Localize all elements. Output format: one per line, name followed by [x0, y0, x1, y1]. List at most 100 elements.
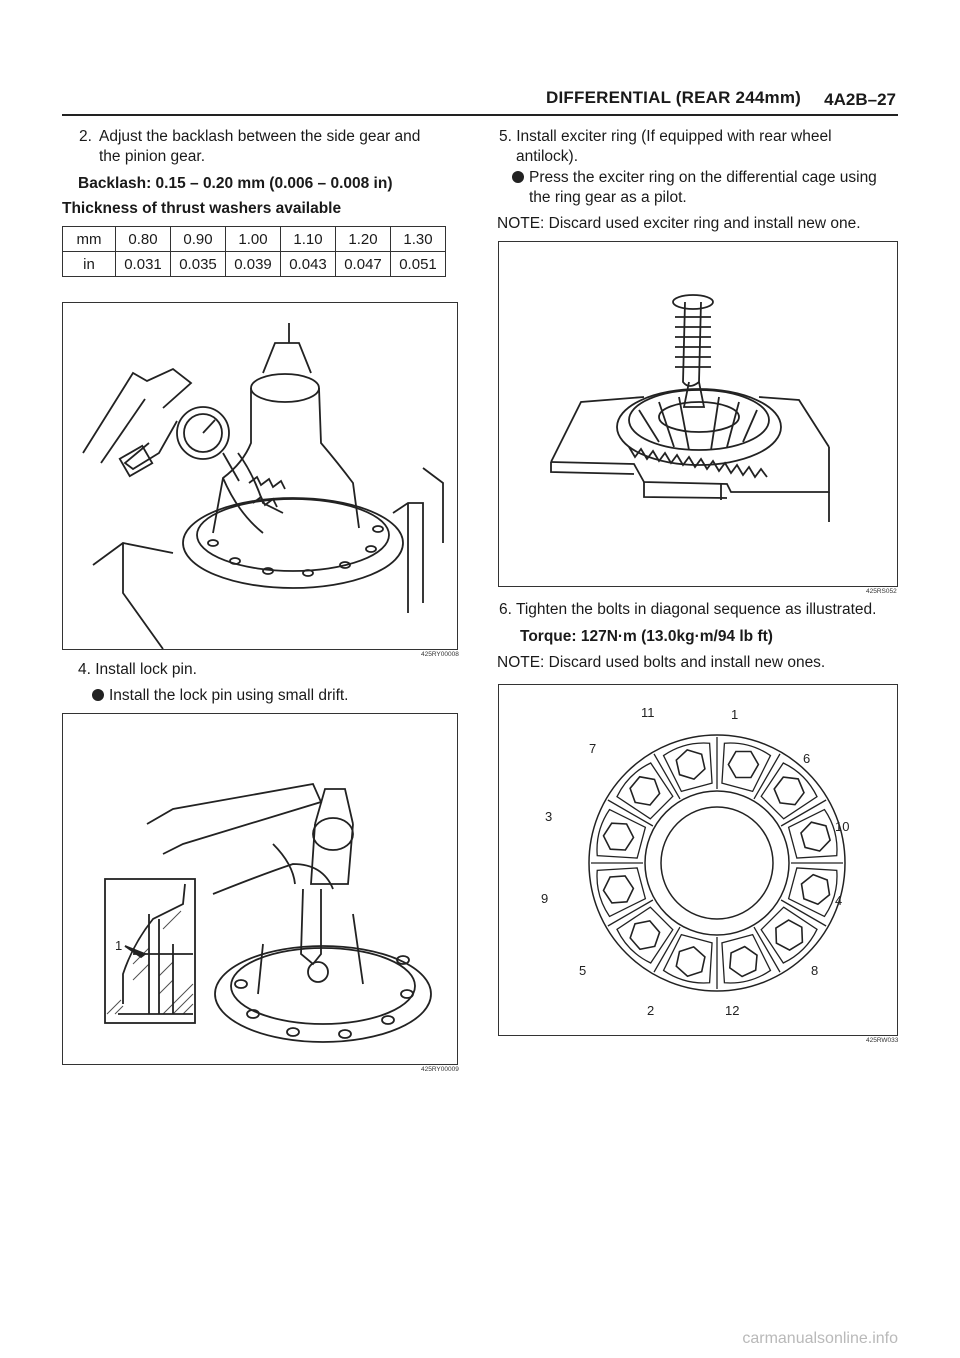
bolt-pocket [596, 867, 647, 918]
bolt-number: 7 [589, 741, 596, 756]
bullet-icon [512, 171, 524, 183]
sector-divider [753, 926, 781, 973]
bullet-icon [92, 689, 104, 701]
cage-hub-outer [644, 790, 790, 936]
section-title: DIFFERENTIAL (REAR 244mm) [546, 88, 801, 107]
step-4: 4. Install lock pin. [78, 661, 197, 678]
bolt-pocket [596, 808, 647, 859]
bolt-number: 10 [835, 819, 849, 834]
step-4-bullet-text: Install the lock pin using small drift. [109, 687, 349, 704]
bolt-pocket [662, 933, 713, 984]
step-6: 6. Tighten the bolts in diagonal sequenc… [499, 601, 877, 618]
dial-indicator-illustration [82, 323, 444, 650]
bolt-head [629, 775, 661, 806]
table-cell: 1.10 [280, 226, 336, 252]
bolt-head [675, 945, 706, 978]
note-bolts: NOTE: Discard used bolts and install new… [497, 654, 826, 671]
bolt-pocket [760, 906, 818, 964]
table-row-in: in 0.031 0.035 0.039 0.043 0.047 0.051 [62, 251, 446, 277]
figure-2-callout: 1 [115, 938, 122, 953]
bolt-head [727, 750, 760, 779]
bolt-pocket [616, 762, 674, 820]
bolt-number: 1 [731, 707, 738, 722]
sector-divider [753, 753, 781, 800]
bolt-number: 12 [725, 1003, 739, 1018]
step-5-line-1: 5. Install exciter ring (If equipped wit… [499, 128, 832, 145]
bolt-head [629, 920, 661, 951]
bolt-head [675, 749, 706, 781]
table-cell: 0.047 [335, 251, 391, 277]
step-5-line-2: antilock). [516, 148, 579, 165]
bolt-head [800, 821, 831, 852]
sector-divider [607, 899, 654, 927]
sector-divider [653, 926, 681, 973]
figure-lock-pin: 1 [62, 713, 458, 1065]
bolt-head [800, 873, 831, 906]
sector-divider [780, 799, 827, 827]
table-cell: 1.00 [225, 226, 281, 252]
bolt-number: 8 [811, 963, 818, 978]
bolt-head [728, 945, 758, 978]
backlash-spec: Backlash: 0.15 – 0.20 mm (0.006 – 0.008 … [78, 175, 393, 192]
step-5-bullet-text-2: the ring gear as a pilot. [529, 189, 687, 206]
bolt-head [773, 776, 805, 806]
bolt-heads [602, 749, 831, 978]
sector-divider [653, 753, 681, 800]
ring-gear-outline [588, 734, 846, 992]
figure-exciter-ring [498, 241, 898, 587]
table-cell: 1.30 [390, 226, 446, 252]
sector-divider [607, 799, 654, 827]
row-label: in [62, 251, 116, 277]
step-5-bullet-text-1: Press the exciter ring on the differenti… [529, 169, 877, 186]
bolt-number: 4 [835, 893, 842, 908]
page-number: 4A2B–27 [824, 90, 896, 109]
bolt-sectors [591, 737, 843, 989]
bolt-number: 5 [579, 963, 586, 978]
bolt-number: 6 [803, 751, 810, 766]
table-cell: 0.043 [280, 251, 336, 277]
step-4-bullet: Install the lock pin using small drift. [92, 686, 349, 706]
bolt-pocket [721, 933, 772, 984]
thrust-washer-table: mm 0.80 0.90 1.00 1.10 1.20 1.30 in 0.03… [62, 226, 446, 277]
step-5-bullet: Press the exciter ring on the differenti… [512, 168, 877, 188]
bolt-pocket [760, 762, 818, 820]
row-label: mm [62, 226, 116, 252]
table-cell: 0.039 [225, 251, 281, 277]
bolt-pocket [721, 742, 772, 793]
bolt-pocket [662, 742, 713, 793]
bolt-sequence-diagram: 11 1 7 6 3 10 9 4 5 8 2 12 [541, 705, 849, 1018]
bolt-pocket [616, 906, 674, 964]
figure-1-code: 425RY00008 [421, 651, 459, 658]
step-2-line-1: Adjust the backlash between the side gea… [99, 128, 421, 145]
table-cell: 1.20 [335, 226, 391, 252]
hammer-drift-illustration: 1 [104, 782, 432, 1043]
step-2-line-2: the pinion gear. [99, 148, 206, 165]
exciter-ring-press-illustration [550, 294, 830, 522]
bolt-head [602, 875, 635, 904]
thickness-title: Thickness of thrust washers available [62, 200, 342, 217]
torque-spec: Torque: 127N·m (13.0kg·m/94 lb ft) [520, 628, 773, 645]
figure-bolt-sequence: 11 1 7 6 3 10 9 4 5 8 2 12 [498, 684, 898, 1036]
table-cell: 0.80 [115, 226, 171, 252]
header-rule [62, 114, 898, 116]
bolt-number: 11 [641, 705, 655, 720]
table-row-mm: mm 0.80 0.90 1.00 1.10 1.20 1.30 [62, 226, 446, 252]
bolt-pocket [787, 867, 838, 918]
table-cell: 0.90 [170, 226, 226, 252]
sector-divider [780, 899, 827, 927]
bolt-head [775, 919, 804, 952]
figure-backlash-measurement [62, 302, 458, 650]
table-cell: 0.031 [115, 251, 171, 277]
bolt-number: 2 [647, 1003, 654, 1018]
table-cell: 0.051 [390, 251, 446, 277]
figure-3-code: 425RS052 [866, 588, 897, 595]
bolt-number: 3 [545, 809, 552, 824]
bolt-pocket [787, 808, 838, 859]
table-cell: 0.035 [170, 251, 226, 277]
cage-hub-inner [660, 806, 774, 920]
bolt-head [602, 822, 635, 851]
figure-4-code: 425RW033 [866, 1037, 899, 1044]
step-2-number: 2. [79, 128, 92, 145]
watermark: carmanualsonline.info [742, 1330, 898, 1347]
figure-2-code: 425RY00009 [421, 1066, 459, 1073]
